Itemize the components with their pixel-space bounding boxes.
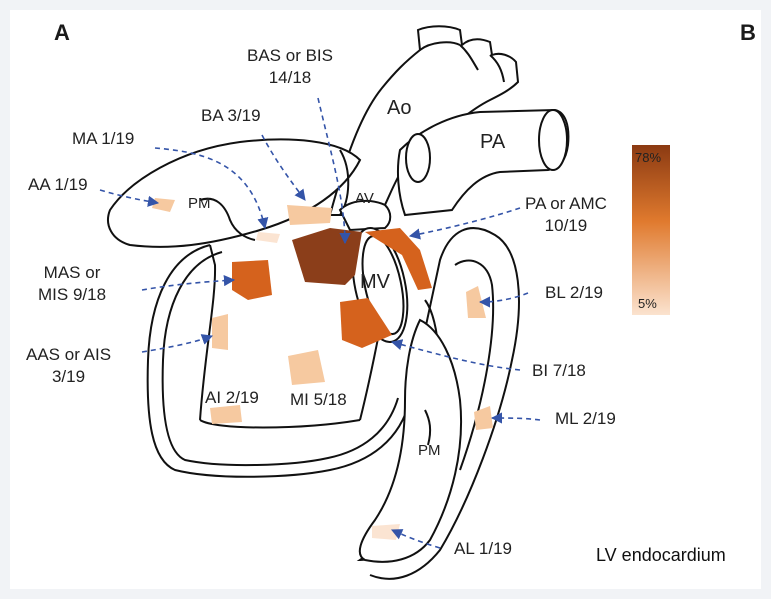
region-ml — [474, 406, 493, 430]
label-mi: MI 5/18 — [290, 389, 347, 411]
pulmonary-artery-label: PA — [480, 131, 505, 153]
label-bl: BL 2/19 — [545, 282, 603, 304]
label-bi: BI 7/18 — [532, 360, 586, 382]
label-al: AL 1/19 — [454, 538, 512, 560]
mitral-valve-label: MV — [360, 271, 390, 293]
region-mi — [288, 350, 325, 385]
footer-caption: LV endocardium — [596, 545, 726, 566]
region-ba — [287, 205, 332, 225]
label-ml: ML 2/19 — [555, 408, 616, 430]
label-ai: AI 2/19 — [205, 387, 259, 409]
legend-max: 78% — [635, 150, 661, 165]
label-aa: AA 1/19 — [28, 174, 88, 196]
aortic-valve-label: AV — [355, 188, 374, 210]
region-mas — [232, 260, 272, 300]
region-aas — [212, 314, 228, 350]
label-ba: BA 3/19 — [201, 105, 261, 127]
papillary-upper-label: PM — [188, 193, 211, 215]
legend-min: 5% — [638, 296, 657, 311]
region-ma — [256, 232, 280, 243]
papillary-lower-label: PM — [418, 440, 441, 462]
label-ma: MA 1/19 — [72, 128, 134, 150]
legend-colorbar — [632, 145, 670, 315]
aorta-label: Ao — [387, 97, 411, 119]
region-bas — [292, 228, 362, 285]
